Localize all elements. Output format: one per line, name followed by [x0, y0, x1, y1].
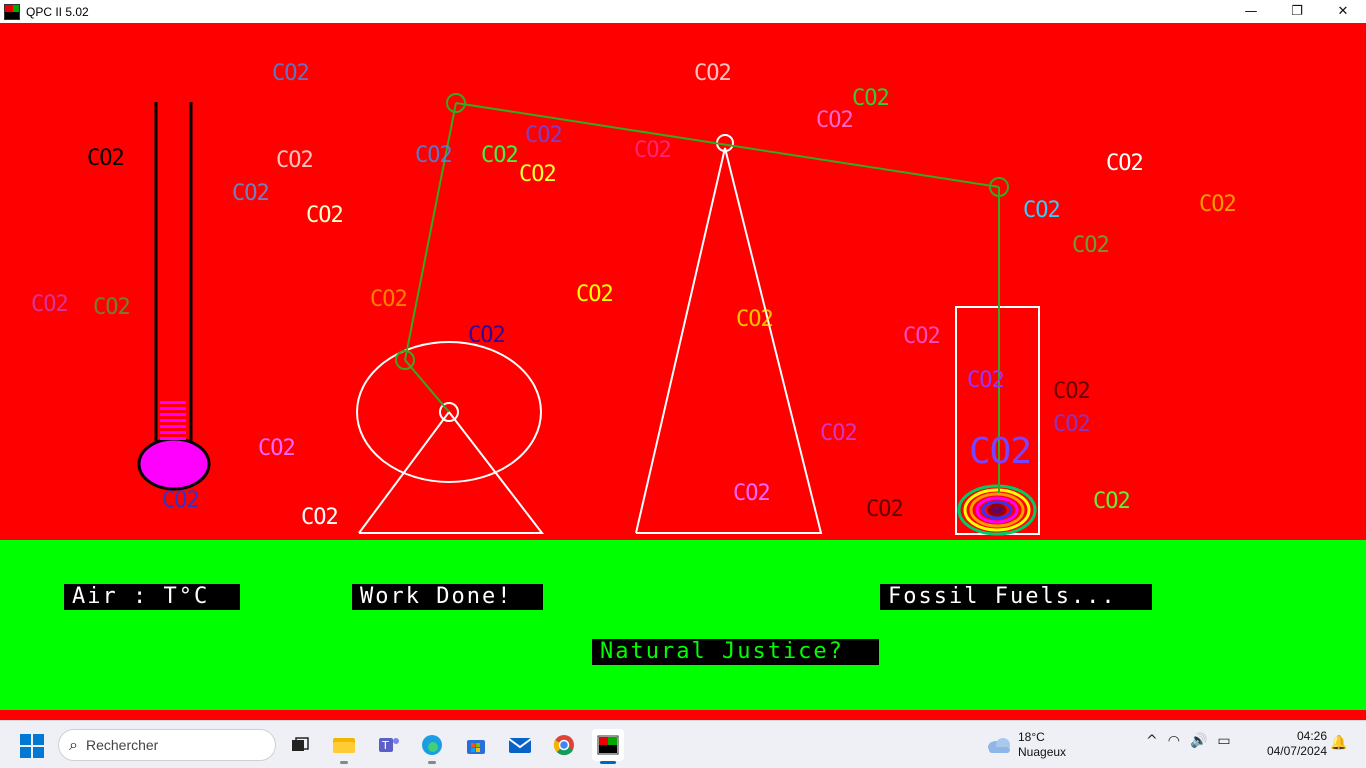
- clock[interactable]: 04:26 04/07/2024: [1255, 729, 1327, 759]
- wifi-icon[interactable]: ◠: [1167, 733, 1180, 749]
- pump-beam: [395, 93, 1009, 493]
- notification-bell-icon[interactable]: 🔔: [1330, 735, 1348, 751]
- windows-logo-icon: [20, 734, 31, 745]
- weather-description: Nuageux: [1018, 745, 1067, 759]
- co2-label: CO2: [733, 481, 771, 506]
- co2-label: CO2: [87, 146, 125, 171]
- co2-label: CO2: [468, 323, 506, 348]
- edge-button[interactable]: [416, 729, 448, 764]
- co2-label: CO2: [967, 368, 1005, 393]
- chevron-up-icon[interactable]: ^: [1146, 733, 1158, 749]
- co2-label: CO2: [31, 292, 69, 317]
- co2-label: CO2: [525, 123, 563, 148]
- minimize-button[interactable]: —: [1244, 4, 1258, 19]
- flywheel: [356, 341, 545, 534]
- fossil-fuel-rings: [957, 484, 1037, 536]
- co2-label: CO2: [736, 307, 774, 332]
- co2-label: CO2: [903, 324, 941, 349]
- window-titlebar: QPC II 5.02 — ❐ ✕: [0, 0, 1366, 23]
- close-button[interactable]: ✕: [1337, 4, 1349, 19]
- window-title: QPC II 5.02: [26, 4, 89, 19]
- co2-label: CO2: [1199, 192, 1237, 217]
- co2-label: CO2: [816, 108, 854, 133]
- svg-text:T: T: [381, 739, 389, 752]
- system-tray: ^ ◠ 🔊 ▭: [1146, 733, 1231, 749]
- bottom-red-strip: [0, 710, 1366, 720]
- volume-icon[interactable]: 🔊: [1189, 733, 1208, 749]
- emulator-screen[interactable]: CO2 CO2 CO2 CO2 CO2 CO2 CO2 CO2 CO2 CO2 …: [0, 23, 1366, 720]
- co2-label: CO2: [634, 138, 672, 163]
- ground-area: [0, 540, 1366, 710]
- co2-label: CO2: [1106, 151, 1144, 176]
- clock-time: 04:26: [1296, 729, 1327, 743]
- co2-label: CO2: [1093, 489, 1131, 514]
- natural-justice-label: Natural Justice?: [592, 639, 879, 665]
- weather-widget[interactable]: 18°C Nuageux: [986, 729, 1066, 761]
- weather-temperature: 18°C: [1018, 730, 1045, 744]
- co2-label: CO2: [415, 143, 453, 168]
- chrome-button[interactable]: [548, 729, 580, 761]
- teams-button[interactable]: T: [373, 729, 405, 761]
- fossil-fuels-label: Fossil Fuels...: [880, 584, 1152, 610]
- cloud-icon: [988, 738, 1010, 753]
- file-explorer-button[interactable]: [328, 729, 360, 764]
- thermometer-mercury: [160, 401, 186, 440]
- qpc-app-icon[interactable]: [4, 3, 20, 20]
- co2-label: CO2: [1053, 412, 1091, 437]
- teams-icon: T: [379, 738, 399, 752]
- co2-label: CO2: [576, 282, 614, 307]
- co2-label: CO2: [866, 497, 904, 522]
- co2-label: CO2: [1072, 233, 1110, 258]
- windows-taskbar: ⌕ Rechercher T 18°C Nuageux ^ ◠ 🔊 ▭: [0, 720, 1366, 768]
- co2-label: CO2: [694, 61, 732, 86]
- qpc-app-icon: [597, 735, 619, 755]
- co2-label: CO2: [232, 181, 270, 206]
- thermometer: [137, 102, 211, 491]
- co2-label: CO2: [370, 287, 408, 312]
- co2-label: CO2: [969, 431, 1032, 472]
- task-view-icon: [292, 737, 309, 751]
- fulcrum: [635, 134, 823, 534]
- store-button[interactable]: [460, 729, 492, 761]
- work-done-label: Work Done!: [352, 584, 543, 610]
- co2-label: CO2: [852, 86, 890, 111]
- maximize-button[interactable]: ❐: [1291, 4, 1303, 19]
- task-view-button[interactable]: [284, 729, 316, 761]
- search-icon: ⌕: [69, 735, 78, 754]
- qpc-taskbar-button[interactable]: [592, 729, 624, 764]
- clock-date: 04/07/2024: [1266, 744, 1327, 758]
- co2-label: CO2: [276, 148, 314, 173]
- mail-icon: [508, 738, 532, 753]
- chrome-icon: [553, 735, 574, 756]
- folder-icon: [333, 738, 355, 753]
- mail-button[interactable]: [504, 729, 536, 761]
- start-button[interactable]: [20, 734, 44, 758]
- co2-label: CO2: [481, 143, 519, 168]
- co2-label: CO2: [93, 295, 131, 320]
- co2-label: CO2: [1023, 198, 1061, 223]
- co2-label: CO2: [519, 162, 557, 187]
- search-box[interactable]: ⌕ Rechercher: [58, 729, 276, 761]
- co2-label: CO2: [306, 203, 344, 228]
- co2-label: CO2: [301, 505, 339, 530]
- store-icon: [467, 740, 485, 754]
- co2-label: CO2: [258, 436, 296, 461]
- co2-label: CO2: [272, 61, 310, 86]
- scene-drawing: [0, 93, 1366, 720]
- edge-icon: [422, 735, 442, 755]
- search-placeholder: Rechercher: [85, 737, 159, 753]
- air-temperature-label: Air : T°C: [64, 584, 240, 610]
- co2-label: CO2: [820, 421, 858, 446]
- battery-icon[interactable]: ▭: [1217, 733, 1231, 749]
- co2-label: CO2: [1053, 379, 1091, 404]
- co2-label: CO2: [162, 488, 200, 513]
